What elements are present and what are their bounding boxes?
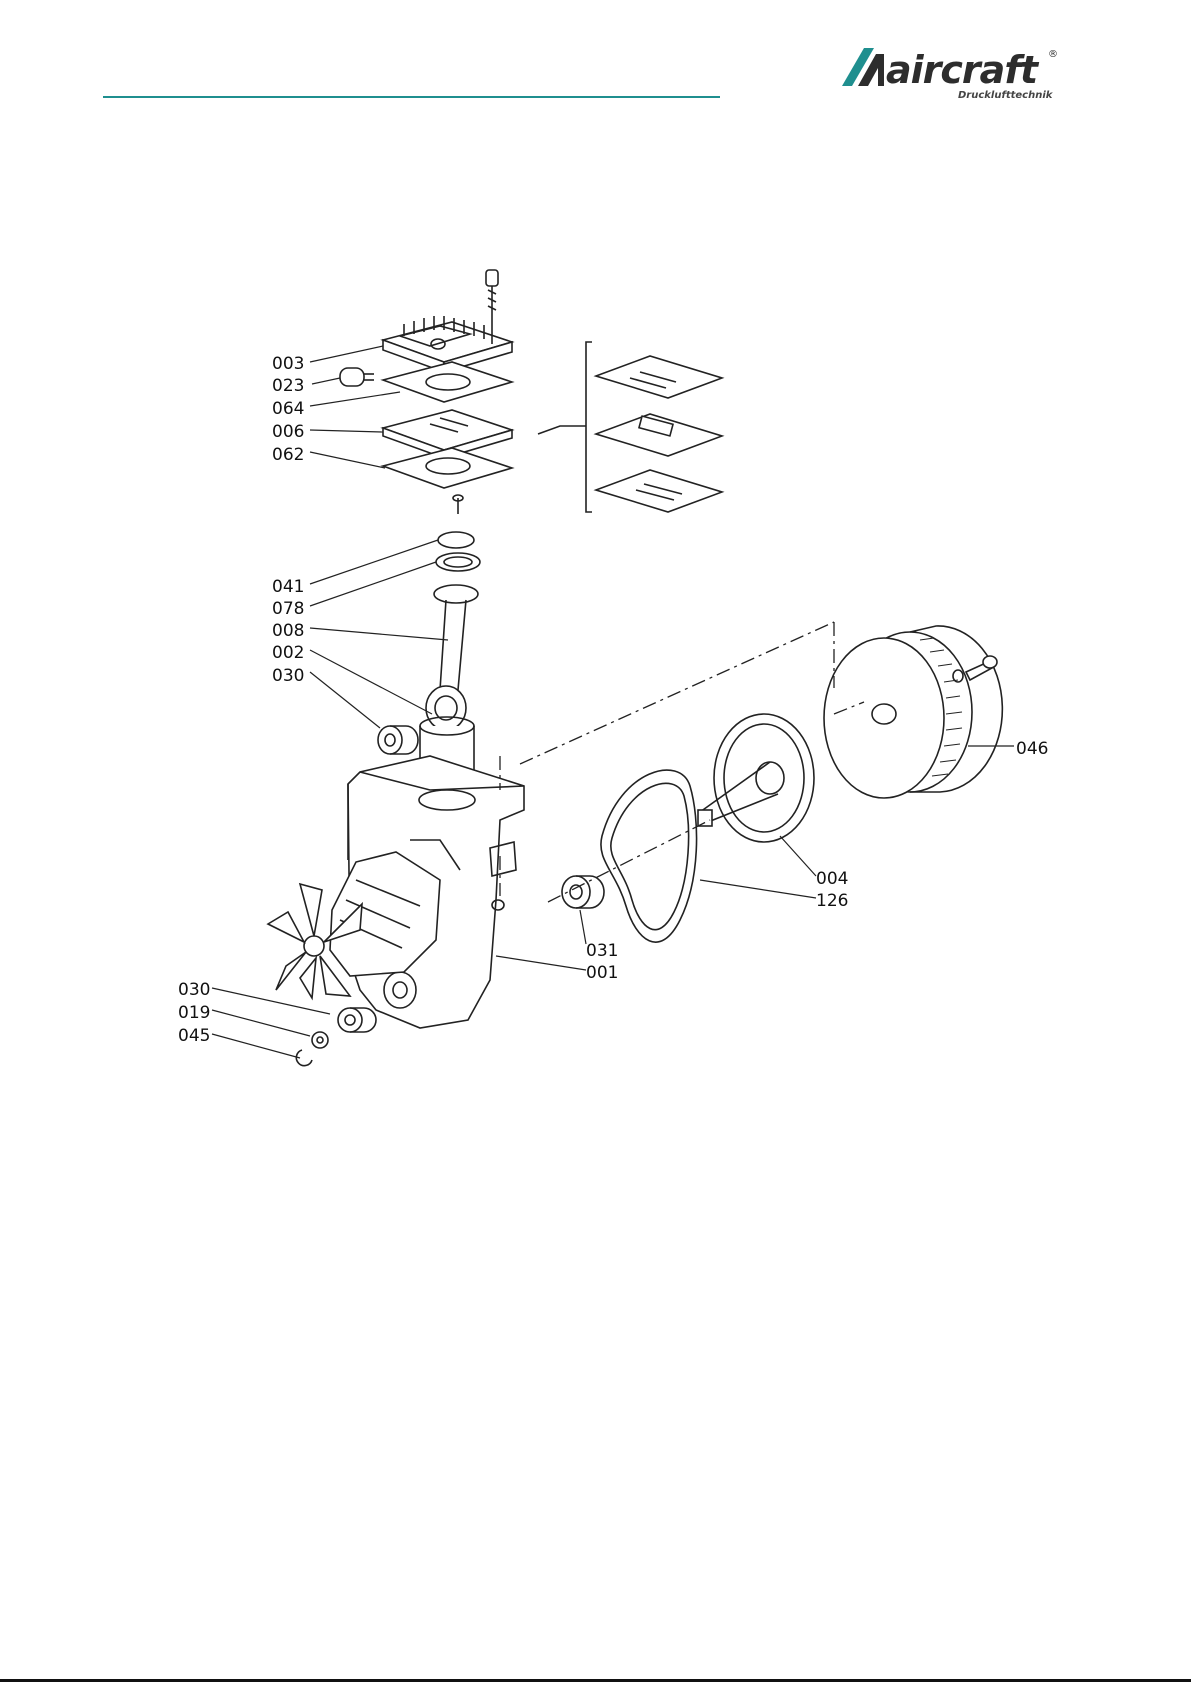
label-003: 003 xyxy=(272,354,304,374)
label-062: 062 xyxy=(272,445,304,465)
label-002: 002 xyxy=(272,643,304,663)
page-bottom-rule xyxy=(0,1679,1191,1682)
valve-detail-plates xyxy=(596,356,722,512)
label-045: 045 xyxy=(178,1026,210,1046)
detail-bracket xyxy=(586,342,592,512)
label-064: 064 xyxy=(272,399,304,419)
label-004: 004 xyxy=(816,869,848,889)
label-019: 019 xyxy=(178,1003,210,1023)
bearing-030-lower xyxy=(338,1008,376,1032)
washer-019 xyxy=(312,1032,328,1048)
label-046: 046 xyxy=(1016,739,1048,759)
label-006: 006 xyxy=(272,422,304,442)
label-023: 023 xyxy=(272,376,304,396)
gasket-062 xyxy=(383,448,512,488)
bearing-031 xyxy=(562,876,604,908)
label-041: 041 xyxy=(272,577,304,597)
label-001: 001 xyxy=(586,963,618,983)
label-078: 078 xyxy=(272,599,304,619)
bearing-030-upper xyxy=(378,726,418,754)
label-030-lower: 030 xyxy=(178,980,210,1000)
label-008: 008 xyxy=(272,621,304,641)
crankcase-001 xyxy=(268,756,524,1028)
flywheel-046 xyxy=(824,626,1002,798)
pulley-004 xyxy=(698,714,814,842)
label-030-upper: 030 xyxy=(272,666,304,686)
head-bolt xyxy=(486,270,498,344)
gasket-064 xyxy=(383,362,512,402)
piston-parts xyxy=(420,532,480,789)
drive-belt-126 xyxy=(601,770,697,942)
air-filter-023 xyxy=(340,368,374,386)
label-126: 126 xyxy=(816,891,848,911)
label-031: 031 xyxy=(586,941,618,961)
